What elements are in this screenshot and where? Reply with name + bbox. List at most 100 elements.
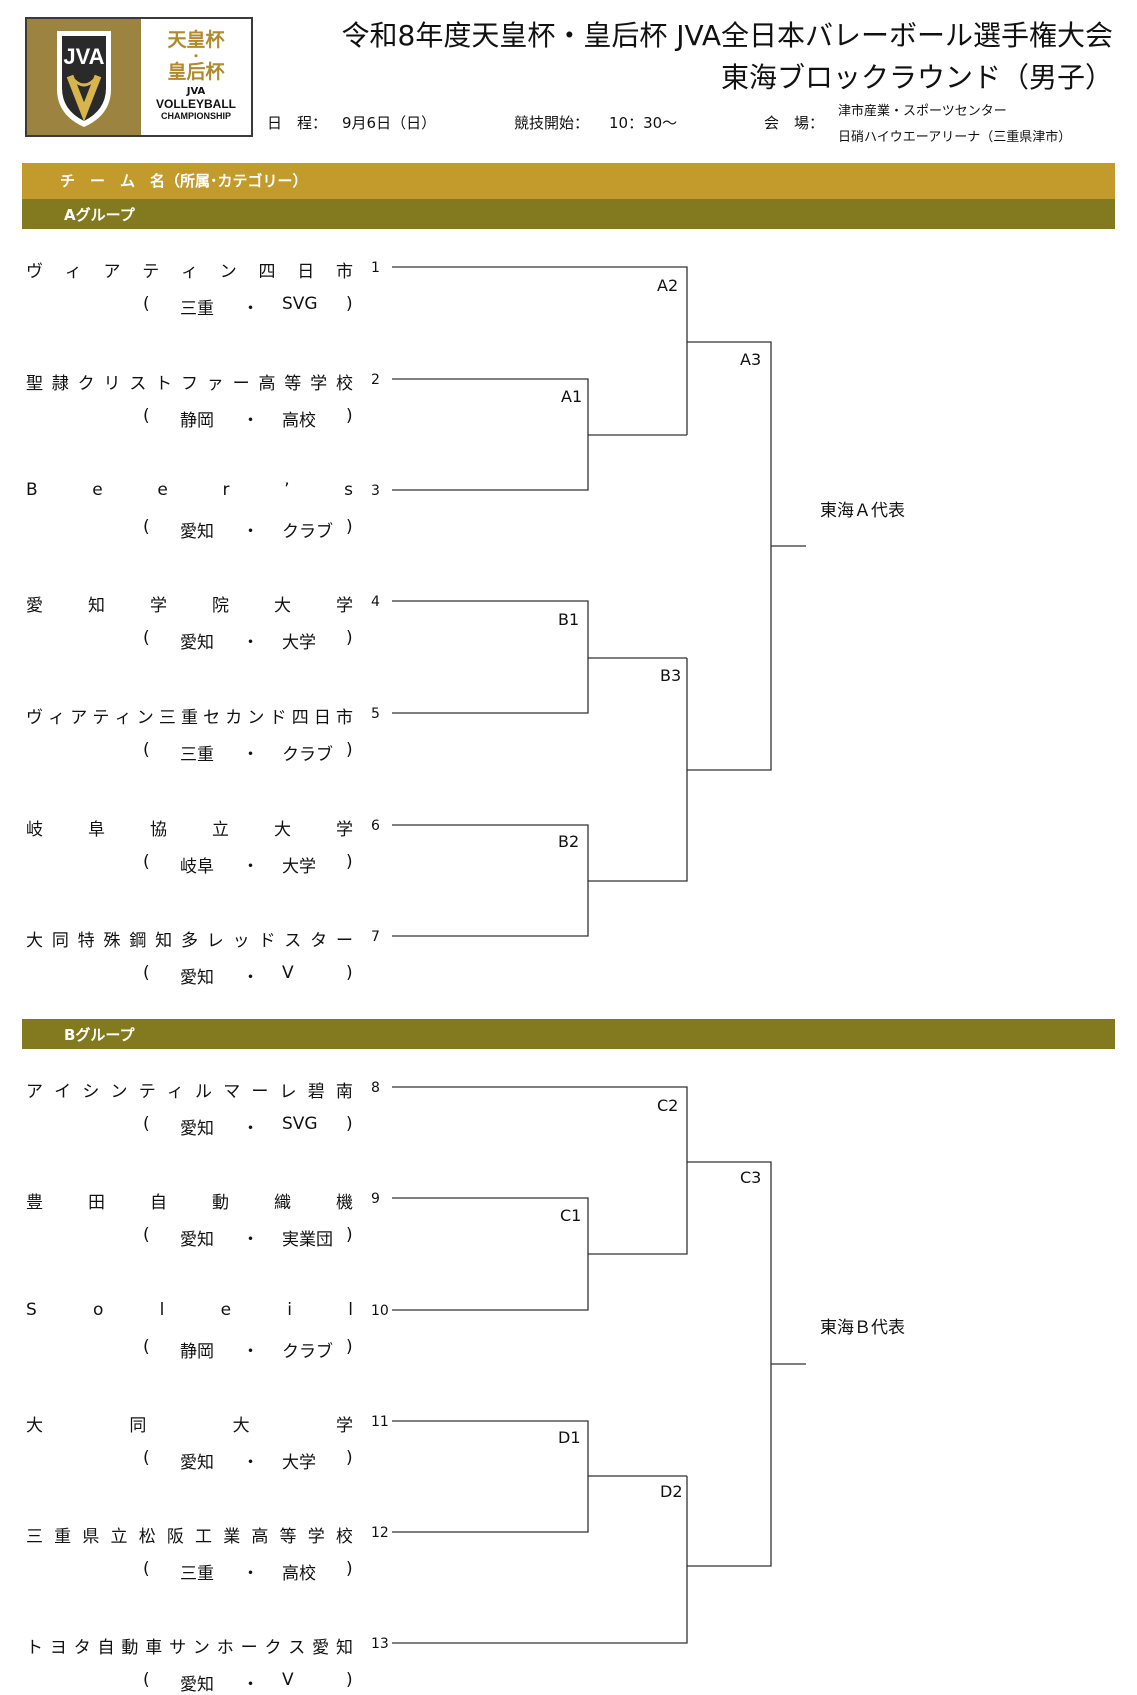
team-name-char: ィ (181, 262, 198, 282)
team-name-char: ヴ (26, 262, 43, 282)
separator: ・ (242, 411, 259, 431)
team-name-char: 殊 (103, 931, 121, 951)
team-name-char: 特 (77, 931, 95, 951)
team-name-char: ド (258, 931, 276, 951)
seed-number: 3 (371, 483, 380, 499)
separator: ・ (242, 745, 259, 765)
team-affiliation: (愛知・V) (143, 963, 353, 988)
team-name-char: 鋼 (129, 931, 147, 951)
team-name-char: ー (251, 1082, 269, 1102)
team-name-char: 田 (88, 1193, 105, 1213)
team-name-char: ー (240, 1638, 258, 1658)
team-name-char: サ (169, 1638, 187, 1658)
team-name-char: 三 (26, 1527, 43, 1547)
match-label-d1: D1 (558, 1428, 581, 1447)
bracket-line (392, 378, 589, 435)
team-name-char: S (26, 1300, 37, 1320)
team-name-char: 工 (195, 1527, 213, 1547)
team-name-char: テ (138, 1082, 156, 1102)
team-name-char: ホ (216, 1638, 234, 1658)
team-name-char: ク (264, 1638, 282, 1658)
team-category: SVG (282, 294, 318, 314)
team-category: 実業団 (282, 1230, 333, 1250)
team-name-char: 知 (335, 1638, 353, 1658)
team-affiliation: (三重・クラブ) (143, 740, 353, 765)
team-name-char: 学 (310, 374, 328, 394)
team-name-char: 動 (121, 1638, 139, 1658)
jva-shield-icon: JVA (57, 31, 111, 127)
paren-open: ( (143, 1114, 150, 1134)
paren-close: ) (346, 852, 353, 872)
logo-emblem: JVA (27, 19, 141, 135)
bracket-line (687, 1364, 772, 1567)
team-name-char: 県 (82, 1527, 100, 1547)
team-affiliation: (愛知・大学) (143, 1448, 353, 1473)
team-name-char: o (93, 1300, 104, 1320)
team-category: 大学 (282, 857, 316, 877)
paren-open: ( (143, 628, 150, 648)
separator: ・ (242, 1119, 259, 1139)
team-name: トヨタ自動車サンホークス愛知 (26, 1633, 353, 1658)
team-name-char: ア (26, 1082, 43, 1102)
team-name-char: カ (225, 708, 243, 728)
seed-number: 4 (371, 594, 380, 610)
team-name-char: ヴ (26, 708, 43, 728)
team-name-char: レ (206, 931, 224, 951)
team-name-char: 同 (129, 1416, 147, 1436)
separator: ・ (242, 1342, 259, 1362)
team-name-char: 学 (150, 596, 167, 616)
team-name-char: 動 (212, 1193, 229, 1213)
team-category: 高校 (282, 1564, 316, 1584)
team-name-char: ク (77, 374, 95, 394)
team-prefecture: 静岡 (180, 411, 214, 431)
team-name-char: ァ (206, 374, 224, 394)
venue-label: 会 場： (764, 114, 825, 132)
team-name-char: ト (155, 374, 173, 394)
page-subtitle: 東海ブロックラウンド（男子） (720, 61, 1113, 94)
team-name-char: ヨ (49, 1638, 67, 1658)
team-name-char: s (344, 480, 353, 500)
team-name-char: 同 (51, 931, 69, 951)
team-category: V (282, 1670, 294, 1690)
team-name-char: ア (70, 708, 88, 728)
match-label-b1: B1 (558, 610, 580, 629)
team-name-char: 四 (291, 708, 309, 728)
paren-open: ( (143, 1448, 150, 1468)
paren-open: ( (143, 963, 150, 983)
team-name-char: シ (82, 1082, 100, 1102)
team-name-char: 阜 (88, 820, 105, 840)
paren-open: ( (143, 517, 150, 537)
seed-number: 7 (371, 929, 380, 945)
logo-text-block: 天皇杯 ・ 皇后杯 JVA VOLLEYBALL CHAMPIONSHIP (141, 19, 251, 135)
page-title: 令和8年度天皇杯・皇后杯 JVA全日本バレーボール選手権大会 (341, 19, 1114, 52)
team-name-char: ス (288, 1638, 306, 1658)
paren-close: ) (346, 1225, 353, 1245)
team-name-char: 重 (180, 708, 198, 728)
jva-championship-logo: JVA 天皇杯 ・ 皇后杯 JVA VOLLEYBALL CHAMPIONSHI… (25, 17, 253, 137)
team-name-char: 愛 (26, 596, 43, 616)
separator: ・ (242, 1453, 259, 1473)
paren-open: ( (143, 1559, 150, 1579)
paren-open: ( (143, 406, 150, 426)
logo-dot: ・ (189, 49, 202, 63)
logo-empress-cup: 皇后杯 (167, 61, 225, 83)
team-name-char: ス (129, 374, 147, 394)
match-label-c3: C3 (740, 1168, 762, 1187)
team-prefecture: 愛知 (180, 968, 214, 988)
bracket-line (392, 657, 687, 714)
start-value: 10：30～ (609, 114, 678, 132)
group-a-representative: 東海Ａ代表 (820, 501, 905, 521)
seed-number: 13 (371, 1636, 389, 1652)
team-prefecture: 愛知 (180, 1230, 214, 1250)
team-name-char: テ (142, 262, 160, 282)
team-name: 大同特殊鋼知多レッドスター (26, 926, 353, 951)
paren-close: ) (346, 963, 353, 983)
bracket-line (687, 546, 772, 771)
team-name-char: 南 (335, 1082, 353, 1102)
schedule-value: 9月6日（日） (342, 114, 437, 132)
bracket-line (392, 824, 589, 881)
team-prefecture: 愛知 (180, 633, 214, 653)
team-name-char: リ (103, 374, 121, 394)
